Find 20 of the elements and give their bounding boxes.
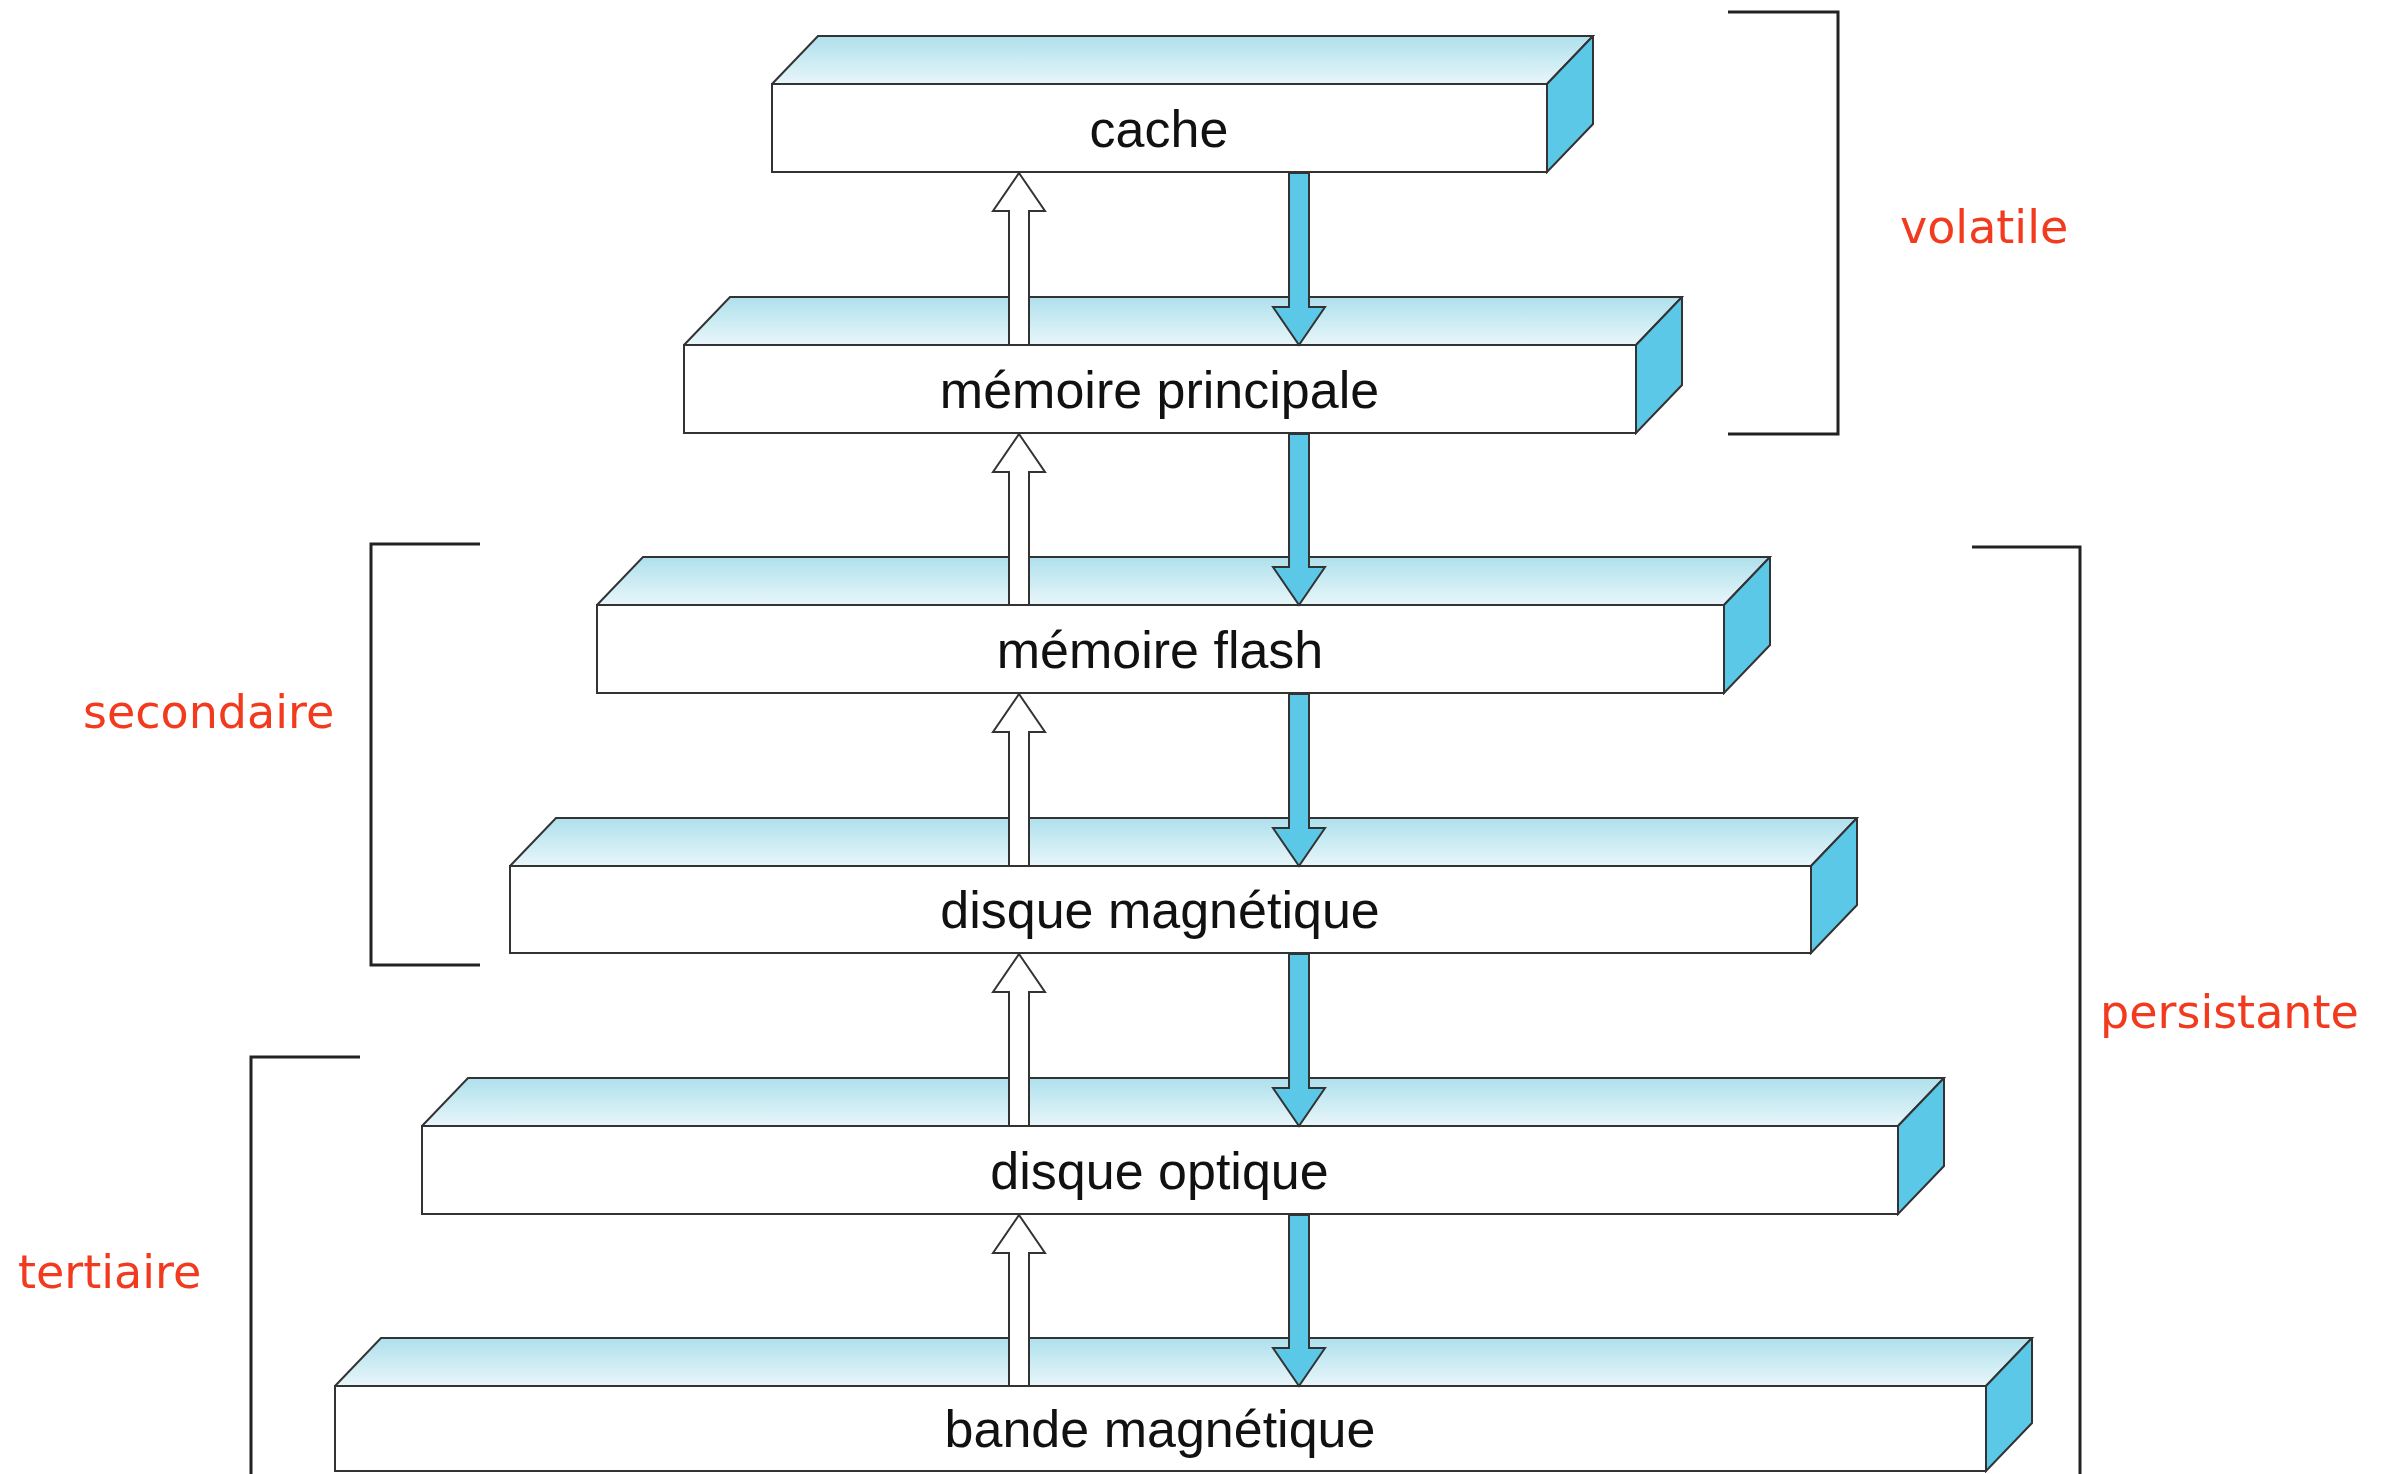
layer-label: cache [1089,98,1229,159]
arrow [991,952,1047,1127]
bracket-label: volatile [1900,200,2069,254]
layer-label: mémoire flash [996,619,1324,680]
layer-label: disque optique [990,1140,1329,1201]
arrow [991,1213,1047,1387]
arrow [1271,1214,1327,1388]
layer-label: disque magnétique [940,880,1380,940]
arrow [1271,953,1327,1128]
arrow [991,692,1047,867]
bracket-label: tertiaire [18,1245,202,1299]
bracket-label: persistante [2100,985,2359,1039]
arrow [1271,693,1327,868]
arrow [991,432,1047,606]
bracket-label: secondaire [83,685,335,739]
layer-label: bande magnétique [944,1399,1376,1459]
layer-label: mémoire principale [939,359,1380,420]
arrow [1271,172,1327,347]
arrow [991,171,1047,346]
arrow [1271,433,1327,607]
